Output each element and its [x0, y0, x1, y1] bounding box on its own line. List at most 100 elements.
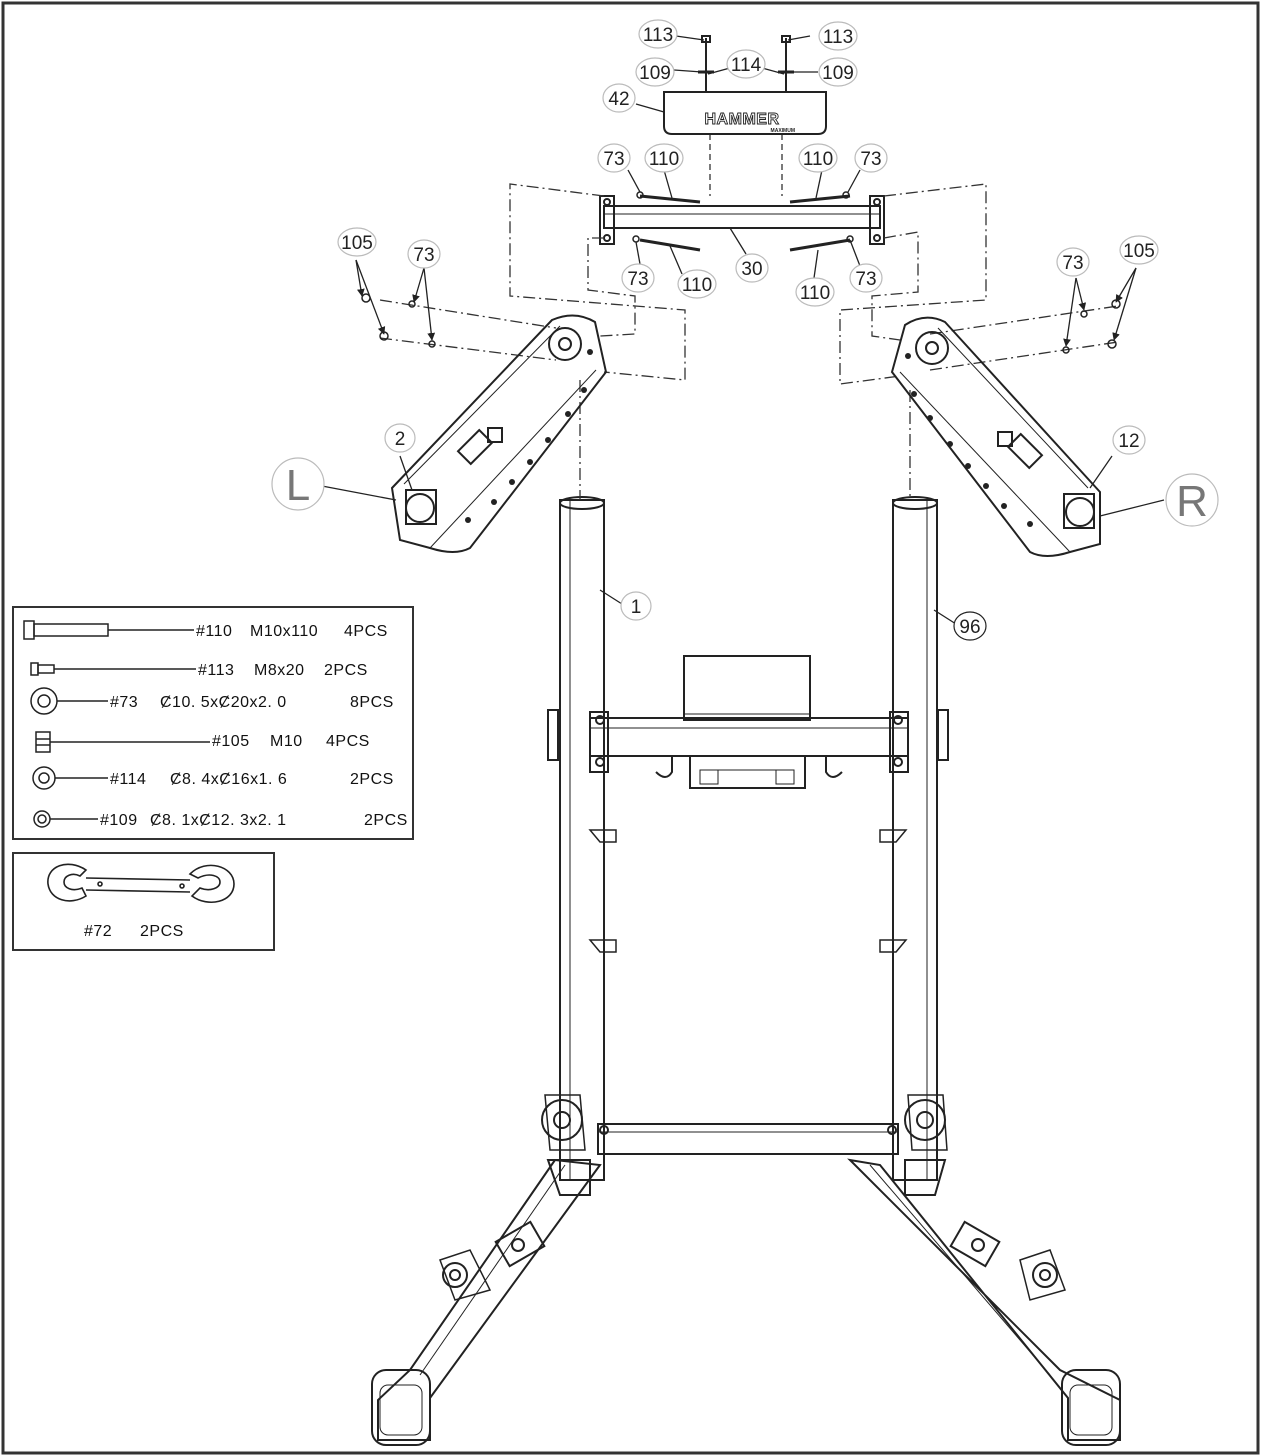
callout-text-1: 1	[631, 597, 642, 618]
tool-number: #72	[84, 923, 112, 940]
callout-73-a	[597, 143, 631, 173]
parts-list-box	[12, 606, 414, 840]
wrench-icon	[47, 863, 235, 904]
right-upright	[892, 499, 938, 1181]
callout-text-113-left: 113	[643, 25, 673, 46]
callout-113-left	[638, 19, 678, 49]
callout-12	[1112, 425, 1146, 455]
part-qty-110: 4PCS	[344, 623, 388, 640]
parts-row-73	[30, 687, 108, 715]
tool-qty: 2PCS	[140, 923, 184, 940]
left-base-leg	[377, 1158, 602, 1441]
callout-text-109-right: 109	[822, 63, 854, 84]
callout-text-110-b: 110	[803, 149, 833, 170]
side-marker-right	[1165, 473, 1219, 527]
callout-114	[726, 49, 766, 79]
part-number-114: #114	[110, 771, 146, 788]
callout-text-105-right: 105	[1123, 241, 1155, 262]
callout-96	[953, 611, 987, 641]
callout-labels: 113 113 109 114 109 42 73 110 110 73 30 …	[286, 25, 1208, 638]
callout-1	[620, 591, 652, 621]
callout-105-right	[1119, 235, 1159, 265]
storage-plate	[683, 655, 811, 721]
part-number-110: #110	[196, 623, 232, 640]
part-spec-105: M10	[270, 733, 303, 750]
callout-text-12: 12	[1118, 431, 1139, 452]
callout-text-2: 2	[395, 429, 406, 450]
upper-crossmember	[589, 717, 909, 757]
parts-row-110	[23, 620, 194, 640]
parts-list: #110 M10x110 4PCS #113 M8x20 2PCS #73 Ȼ1…	[12, 606, 414, 840]
callout-113-right	[818, 21, 858, 51]
sign-brand-subline: MAXIMUM	[771, 128, 795, 134]
sign-brand-text: HAMMER	[705, 111, 780, 128]
callout-text-73-e: 73	[413, 245, 434, 266]
callout-text-110-a: 110	[649, 149, 679, 170]
callout-bubbles	[271, 19, 1219, 641]
callout-73-c	[621, 263, 655, 293]
callout-text-113-right: 113	[823, 27, 853, 48]
parts-row-113	[30, 662, 196, 676]
part-qty-105: 4PCS	[326, 733, 370, 750]
right-base-leg	[847, 1158, 1121, 1441]
part-qty-73: 8PCS	[350, 694, 394, 711]
callout-110-d	[795, 277, 835, 307]
callout-42	[602, 83, 636, 113]
frame-assembly	[371, 496, 1121, 1446]
part-spec-110: M10x110	[250, 623, 318, 640]
left-arm	[390, 314, 608, 553]
callout-109-left	[635, 57, 675, 87]
callout-text-73-c: 73	[627, 269, 648, 290]
right-arm	[890, 316, 1101, 557]
side-label-left: L	[286, 461, 310, 510]
side-marker-left	[271, 457, 325, 511]
callout-text-73-b: 73	[860, 149, 881, 170]
callout-text-73-a: 73	[603, 149, 624, 170]
part-spec-113: M8x20	[254, 662, 305, 679]
part-qty-114: 2PCS	[350, 771, 394, 788]
callout-text-96: 96	[959, 617, 980, 638]
side-label-right: R	[1176, 477, 1208, 526]
part-number-105: #105	[212, 733, 250, 750]
part-qty-113: 2PCS	[324, 662, 368, 679]
part-spec-109: Ȼ8. 1xȻ12. 3x2. 1	[150, 812, 287, 829]
parts-row-114	[32, 766, 108, 790]
callout-2	[384, 423, 416, 453]
callout-110-c	[677, 269, 717, 299]
left-upright	[559, 499, 605, 1181]
callout-110-a	[644, 143, 684, 173]
part-number-73: #73	[110, 694, 138, 711]
callout-text-110-c: 110	[682, 275, 712, 296]
callout-text-110-d: 110	[800, 283, 830, 304]
hammer-sign-plate	[663, 91, 827, 196]
part-spec-114: Ȼ8. 4xȻ16x1. 6	[170, 771, 287, 788]
parts-row-109	[33, 810, 98, 828]
callout-text-114: 114	[731, 55, 762, 76]
callout-text-30: 30	[741, 259, 762, 280]
callout-text-42: 42	[608, 89, 629, 110]
callout-text-105-left: 105	[341, 233, 373, 254]
tool-box: #72 2PCS	[12, 852, 275, 951]
callout-105-left	[337, 227, 377, 257]
part-spec-73: Ȼ10. 5xȻ20x2. 0	[160, 694, 287, 711]
parts-row-105	[35, 731, 210, 753]
callout-text-109-left: 109	[639, 63, 671, 84]
part-number-113: #113	[198, 662, 234, 679]
callout-30	[735, 253, 769, 283]
callout-110-b	[798, 143, 838, 173]
callout-leaders	[321, 35, 1165, 625]
callout-text-73-f: 73	[1062, 253, 1083, 274]
callout-73-b	[854, 143, 888, 173]
part-qty-109: 2PCS	[364, 812, 408, 829]
top-crossbar	[603, 205, 881, 229]
top-crossbar-assembly	[599, 35, 885, 252]
callout-text-73-d: 73	[855, 269, 876, 290]
callout-73-e	[407, 239, 441, 269]
tool-box-frame	[12, 852, 275, 951]
assembly-guide-lines	[379, 183, 1119, 500]
callout-109-right	[818, 57, 858, 87]
lower-crossmember	[597, 1123, 899, 1155]
callout-73-f	[1056, 247, 1090, 277]
